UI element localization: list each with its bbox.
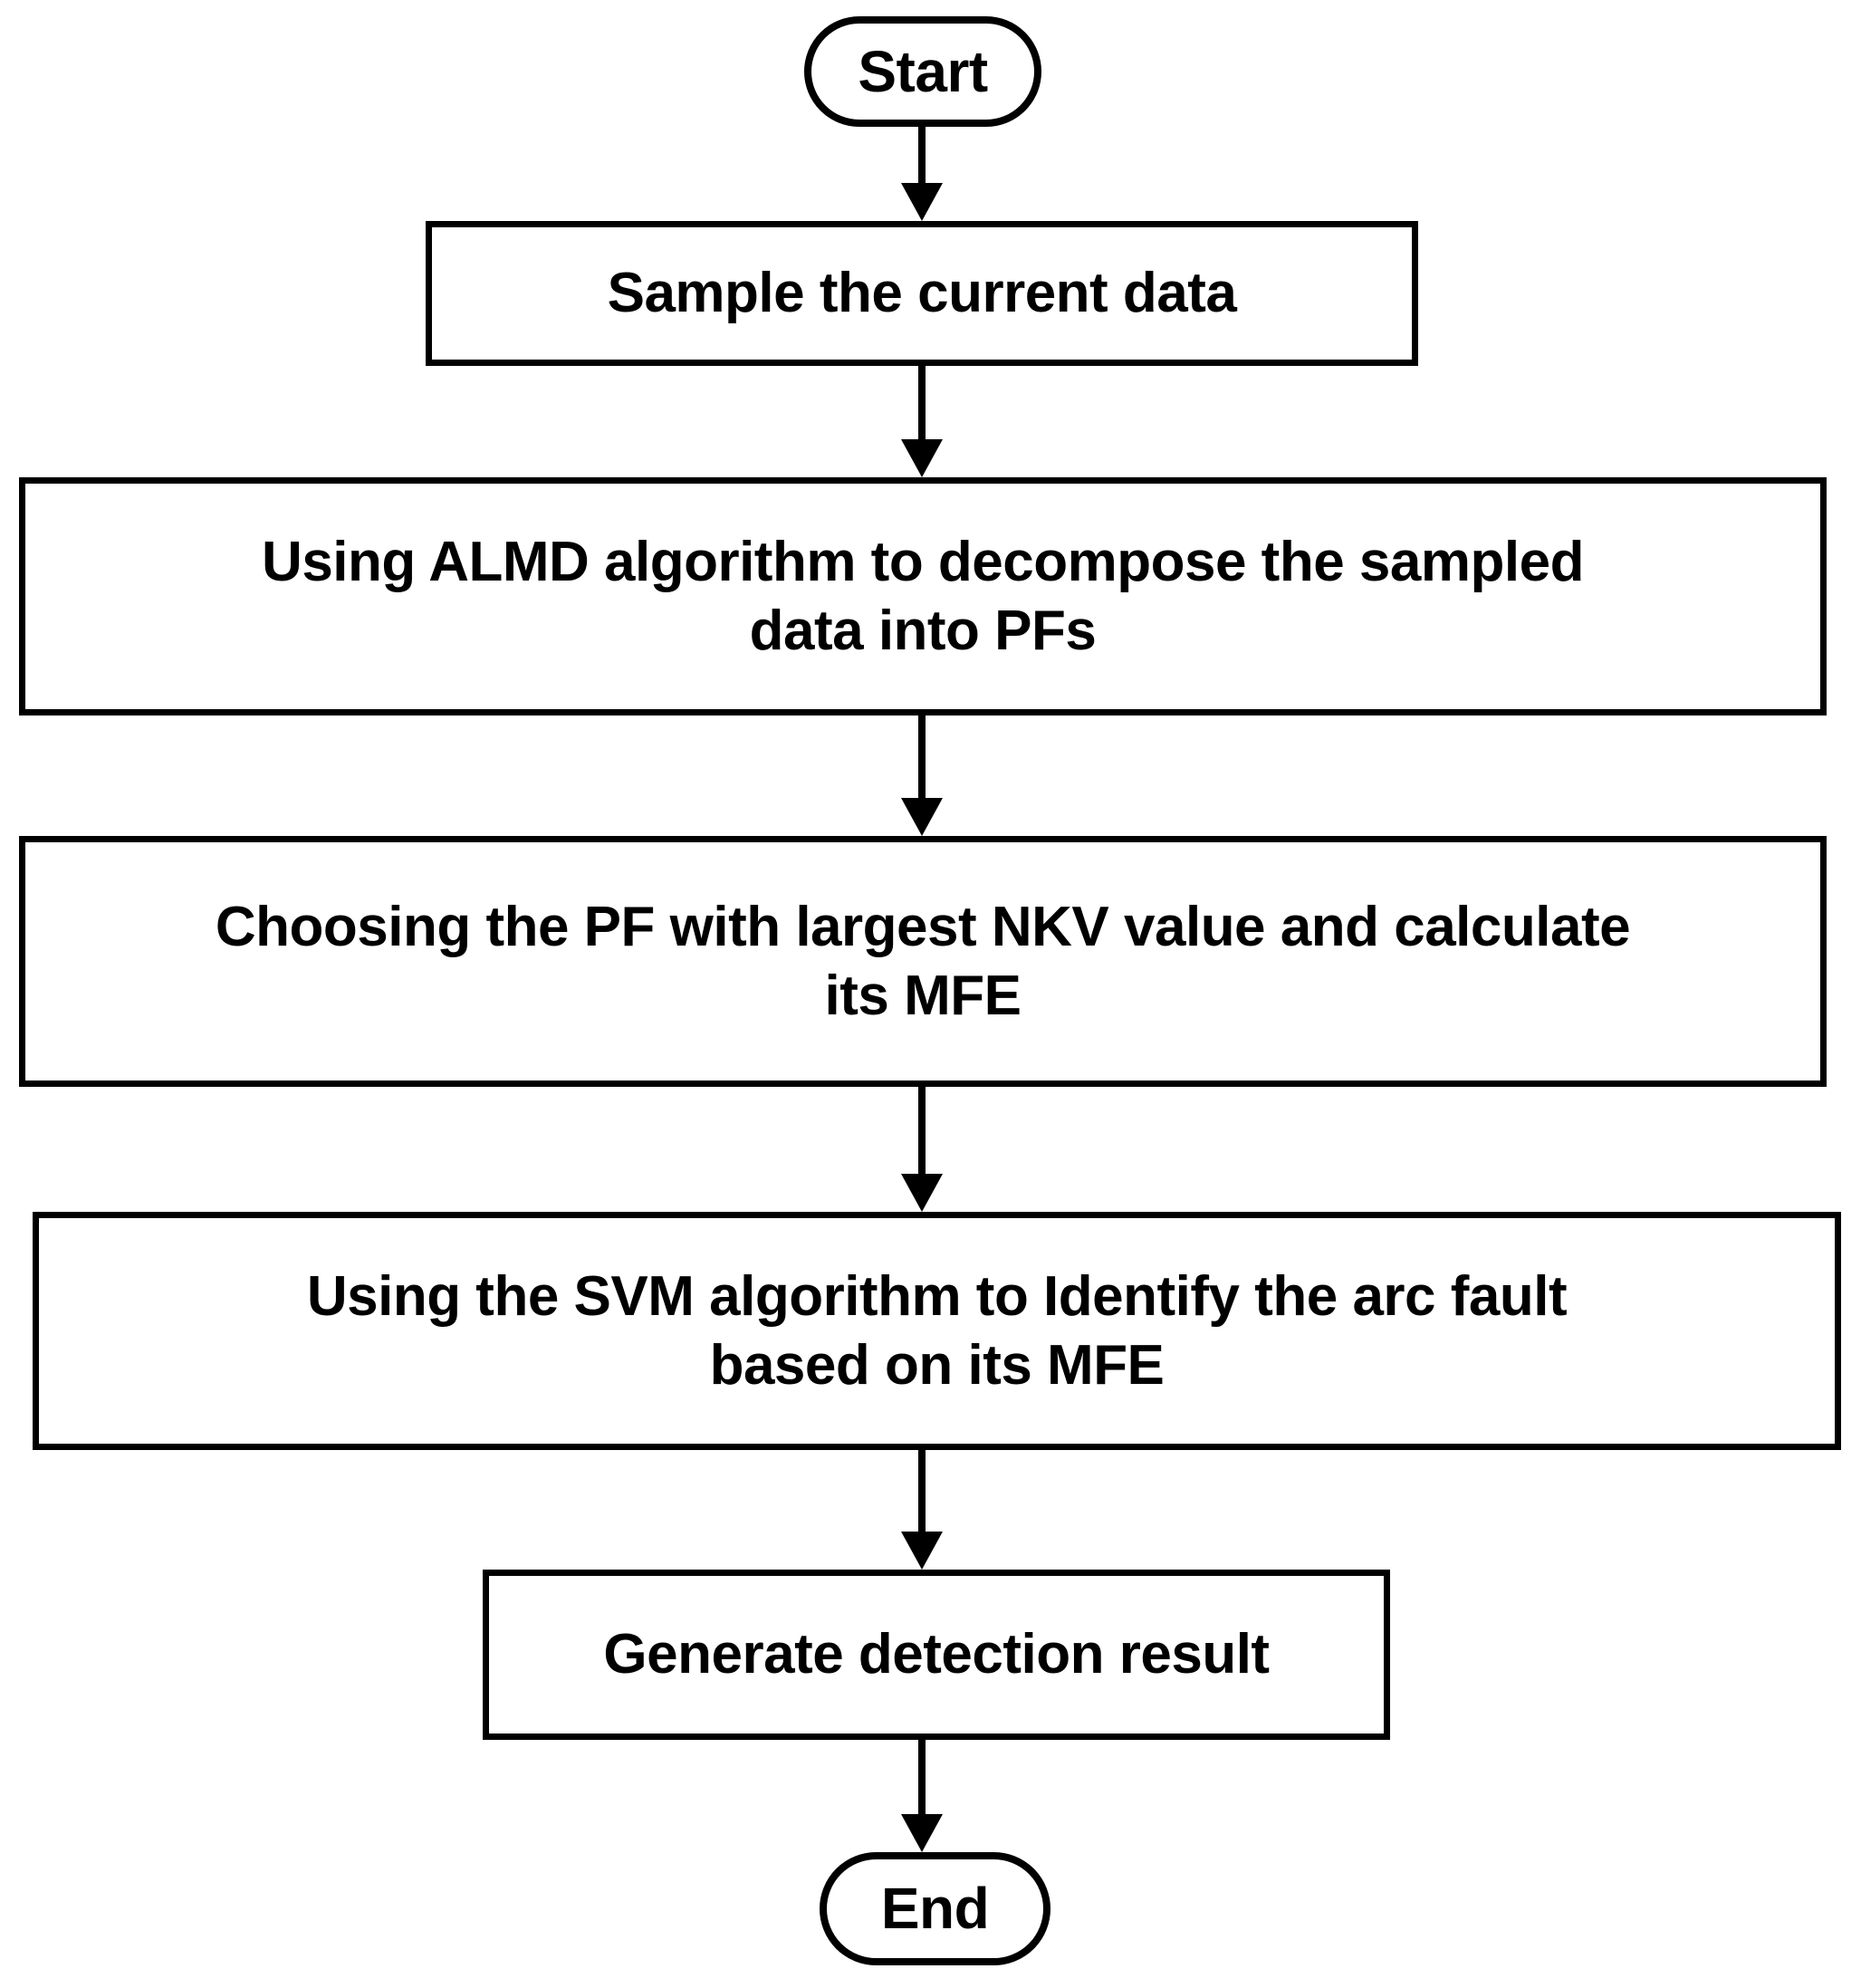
flow-node-sample-data-label: Sample the current data: [607, 262, 1237, 325]
arrow-head-down-icon: [901, 1814, 943, 1852]
flow-node-start-label: Start: [858, 38, 988, 104]
flow-node-generate-result-label: Generate detection result: [603, 1623, 1270, 1686]
arrow-head-down-icon: [901, 1532, 943, 1570]
flow-node-choose-pf-nkv-label: Choosing the PF with largest NKV value a…: [215, 895, 1631, 1027]
flow-node-end-label: End: [880, 1876, 990, 1942]
arrow-head-down-icon: [901, 1174, 943, 1212]
flow-node-almd-decompose-label: Using ALMD algorithm to decompose the sa…: [262, 530, 1584, 662]
arrow-stem: [918, 1450, 926, 1532]
arrow-stem: [918, 366, 926, 439]
arrow-stem: [918, 1087, 926, 1174]
arrow-head-down-icon: [901, 183, 943, 221]
flow-node-almd-decompose: Using ALMD algorithm to decompose the sa…: [19, 477, 1827, 715]
arrow-head-down-icon: [901, 798, 943, 836]
flow-node-sample-data: Sample the current data: [426, 221, 1418, 366]
arrow-stem: [918, 127, 926, 183]
flow-node-generate-result: Generate detection result: [483, 1570, 1390, 1740]
arrow-head-down-icon: [901, 439, 943, 477]
arrow-stem: [918, 715, 926, 798]
flow-node-end: End: [820, 1852, 1050, 1965]
flow-node-start: Start: [804, 16, 1041, 127]
arrow-stem: [918, 1740, 926, 1814]
flow-node-choose-pf-nkv: Choosing the PF with largest NKV value a…: [19, 836, 1827, 1087]
flow-node-svm-identify: Using the SVM algorithm to Identify the …: [33, 1212, 1841, 1450]
flow-node-svm-identify-label: Using the SVM algorithm to Identify the …: [306, 1264, 1568, 1397]
